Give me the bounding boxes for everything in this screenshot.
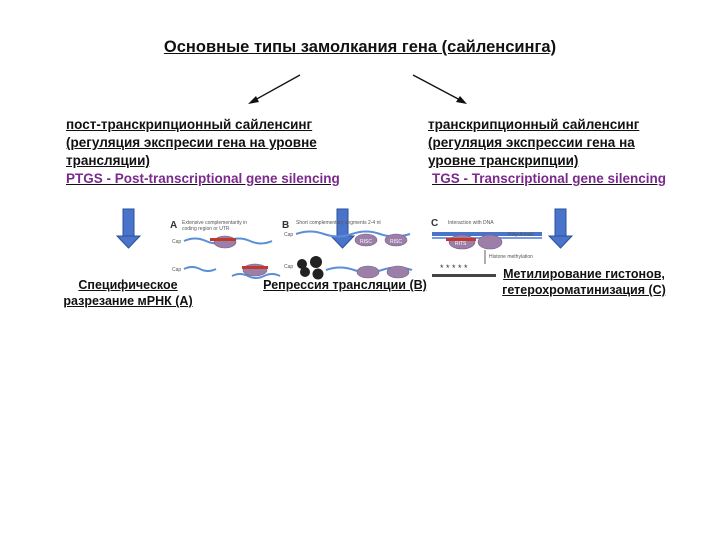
tgs-line-3: уровне транскрипции) — [428, 153, 579, 168]
sirna-guide — [446, 238, 476, 241]
rits-complex — [477, 234, 503, 250]
panel-c-poly-label: Poly-A tract — [508, 232, 534, 238]
figure-panel-b: B Short complementary segments 2-4 nt Ca… — [282, 220, 413, 280]
panel-b-letter: B — [282, 220, 289, 231]
ptgs-english-label: PTGS - Post-transcriptional gene silenci… — [66, 171, 340, 186]
tgs-english-label: TGS - Transcriptional gene silencing — [432, 171, 667, 186]
title-left-arrow — [248, 74, 301, 104]
figure-panel-c: C Interaction with DNA RITS Poly-A tract… — [431, 218, 542, 277]
page-title: Основные типы замолкания гена (сайленсин… — [163, 38, 557, 56]
tgs-line-2: (регуляция экспрессии гена на — [428, 135, 635, 150]
ptgs-block: пост-транскрипционный сайленсинг (регуля… — [66, 116, 340, 188]
result-c-line-1: Метилирование гистонов, — [503, 267, 665, 281]
risc-complex — [386, 265, 410, 279]
methylation-marks: * * * * * — [440, 263, 468, 273]
panel-b-risc-label: RISC — [360, 239, 372, 245]
panel-a-letter: A — [170, 220, 177, 231]
result-a-line-1: Специфическое — [78, 278, 178, 292]
panel-b-cap-top: Cap — [284, 232, 293, 238]
tgs-block: транскрипционный сайленсинг (регуляция э… — [428, 116, 666, 188]
ribosome-subunit — [300, 267, 310, 277]
ptgs-line-3: трансляции) — [66, 153, 150, 168]
down-arrow-right — [547, 208, 574, 249]
panel-a-risc-label: RISC — [219, 249, 231, 255]
panel-a-cap-top: Cap — [172, 239, 181, 245]
result-c: Метилирование гистонов, гетерохроматиниз… — [486, 266, 682, 298]
ribosome-subunit — [312, 268, 324, 280]
ribosome-subunit — [297, 259, 307, 269]
panel-b-cap-bottom: Cap — [284, 264, 293, 270]
panel-c-caption: Interaction with DNA — [448, 220, 494, 226]
panel-c-rits-label: RITS — [455, 241, 467, 247]
result-b: Репрессия трансляции (В) — [263, 278, 427, 292]
ptgs-line-2: (регуляция экспресии гена на уровне — [66, 135, 317, 150]
risc-complex — [242, 263, 268, 277]
dna-strand — [432, 232, 542, 236]
panel-b-risc-label: RISC — [390, 239, 402, 245]
sirna-guide — [242, 266, 268, 269]
heterochromatin-strand — [432, 274, 496, 277]
figure-panel-a: A Extensive complementarity in coding re… — [170, 220, 281, 279]
cleaved-mrna-2 — [231, 273, 281, 279]
panel-a-cap-bottom: Cap — [172, 267, 181, 273]
panel-c-methyl-label: Histone methylation — [489, 254, 533, 260]
result-a: Специфическое разрезание мРНК (А) — [38, 277, 218, 309]
risc-complex — [354, 233, 378, 247]
down-arrow-left — [115, 208, 142, 249]
title-right-arrow — [412, 74, 467, 104]
ptgs-line-1: пост-транскрипционный сайленсинг — [66, 117, 313, 132]
risc-complex — [213, 235, 237, 249]
panel-c-letter: C — [431, 218, 438, 229]
ribosome-subunit — [310, 256, 322, 268]
panel-a-caption-2: coding region or UTR — [182, 226, 230, 232]
result-a-line-2: разрезание мРНК (А) — [63, 294, 193, 308]
panel-b-caption: Short complementary segments 2-4 nt — [296, 220, 381, 226]
tgs-line-1: транскрипционный сайленсинг — [428, 117, 640, 132]
risc-complex — [384, 233, 408, 247]
cleaved-mrna-1 — [183, 266, 217, 272]
down-arrow-middle — [329, 208, 356, 249]
sirna-guide — [210, 238, 236, 241]
result-c-line-2: гетерохроматинизация (С) — [502, 283, 666, 297]
panel-a-caption-1: Extensive complementarity in — [182, 220, 247, 226]
risc-complex — [356, 265, 380, 279]
